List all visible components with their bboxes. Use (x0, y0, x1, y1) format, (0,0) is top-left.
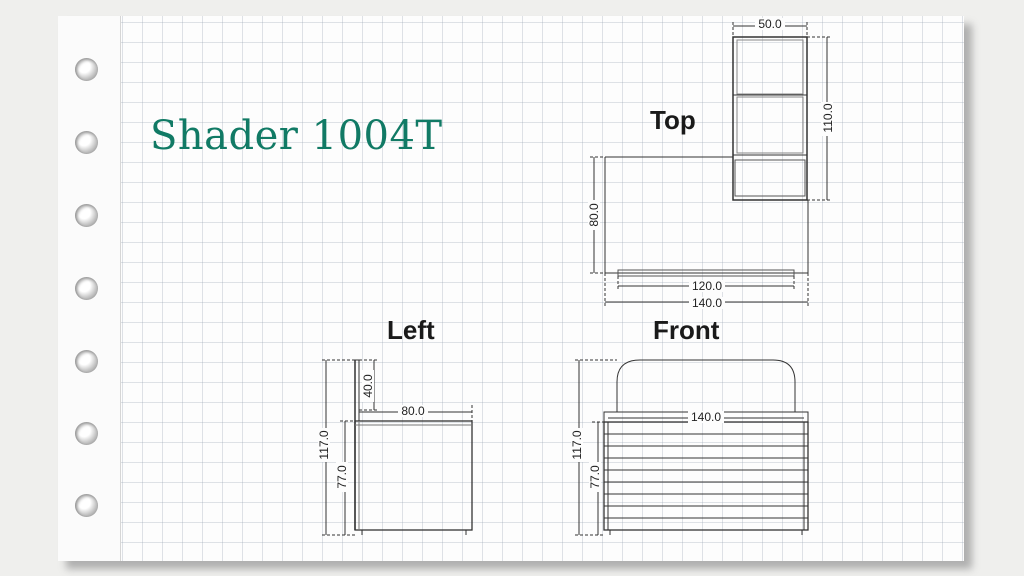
dim-top-shelf-height: 110.0 (821, 103, 835, 132)
dim-left-overall-height: 117.0 (317, 430, 331, 459)
dim-left-body-height: 77.0 (335, 465, 349, 489)
dim-front-width: 140.0 (691, 410, 721, 424)
left-view-label: Left (387, 315, 435, 345)
binder-hole (75, 494, 98, 517)
dim-top-shelf-width: 50.0 (758, 17, 782, 31)
binder-hole (75, 350, 98, 373)
front-view-label: Front (653, 315, 720, 345)
dim-left-depth: 80.0 (401, 404, 425, 418)
front-body (603, 421, 809, 531)
dim-front-overall-height: 117.0 (570, 430, 584, 459)
binder-hole (75, 204, 98, 227)
top-view-label: Top (650, 105, 696, 135)
binder-hole (75, 131, 98, 154)
dim-front-body-height: 77.0 (588, 465, 602, 489)
binder-hole (75, 277, 98, 300)
binder-hole (75, 58, 98, 81)
shelf-lower-box (734, 159, 806, 197)
front-screen-panel (616, 359, 796, 412)
shelf-compartment (736, 39, 804, 95)
front-view (575, 359, 809, 536)
dim-top-depth: 80.0 (587, 203, 601, 227)
shelf-outline (732, 36, 808, 201)
dim-left-panel-height: 40.0 (361, 374, 375, 398)
shelf-compartment (736, 96, 804, 154)
left-body (354, 420, 473, 531)
left-view (322, 359, 473, 536)
top-view (590, 22, 830, 306)
binder-hole (75, 422, 98, 445)
graph-paper-sheet (58, 16, 964, 561)
drawing-title: Shader 1004T (150, 113, 443, 159)
desk-kick-plate (617, 269, 795, 277)
dim-top-inner-width: 120.0 (692, 279, 722, 293)
dim-top-overall-width: 140.0 (692, 296, 722, 310)
